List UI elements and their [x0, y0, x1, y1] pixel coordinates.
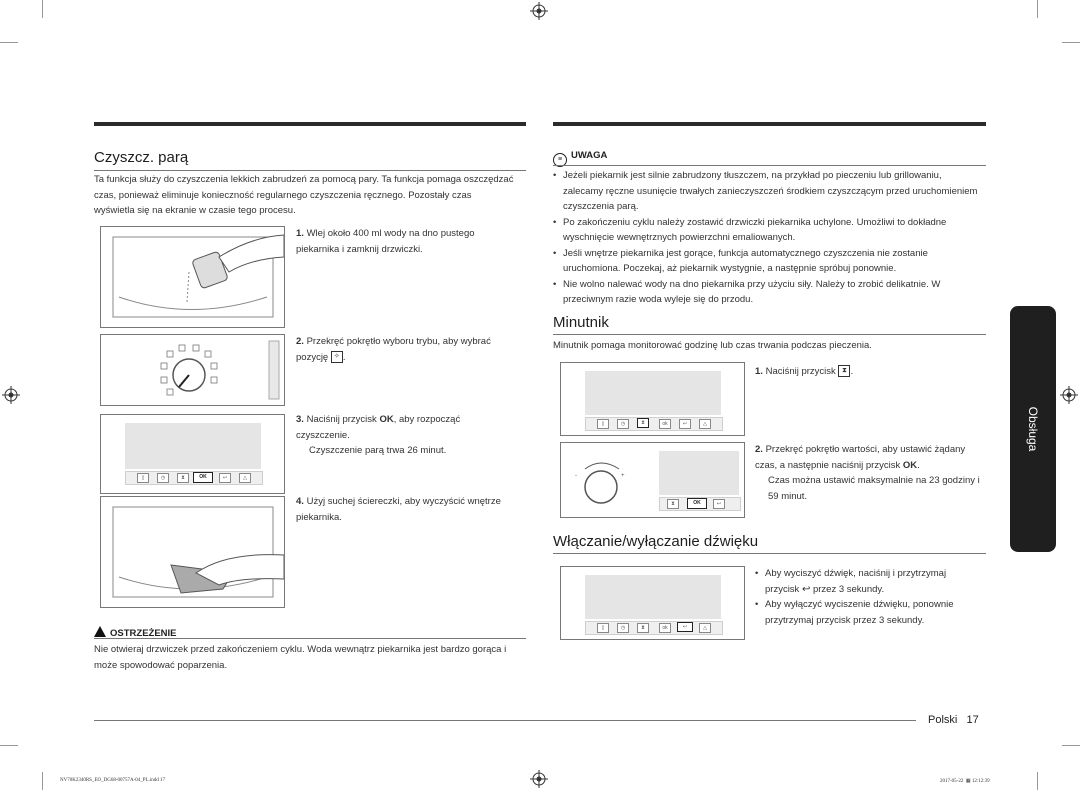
section-title-timer: Minutnik [553, 314, 609, 331]
timer-icon: ◷ [617, 623, 629, 633]
timer-knob-illustration: - + ⧗ OK ↩ [560, 442, 745, 518]
ok-button: OK [687, 498, 707, 509]
footer-language: Polski [928, 714, 958, 726]
section-side-tab: Obsługa [1010, 306, 1056, 552]
hourglass-icon: ⧗ [177, 473, 189, 483]
control-panel-illustration: ▯ ◷ ⧗ OK ↩ △ [100, 414, 285, 494]
note-heading: ≡UWAGA [553, 150, 607, 167]
section-title-sound: Włączanie/wyłączanie dźwięku [553, 533, 759, 550]
svg-text:+: + [621, 473, 625, 479]
registration-mark-icon [530, 770, 548, 788]
back-icon: ↩ [679, 419, 691, 429]
timer-panel-illustration: ▯ ◷ ⧗ ok ↩ △ [560, 362, 745, 436]
crop-mark [42, 772, 43, 790]
divider [553, 165, 986, 166]
lock-icon: △ [699, 419, 711, 429]
hourglass-icon: ⧗ [637, 623, 649, 633]
light-icon: ▯ [137, 473, 149, 483]
calendar-icon: ▦ [965, 779, 971, 784]
divider [553, 553, 986, 554]
crop-mark [1062, 42, 1080, 43]
warning-heading: OSTRZEŻENIE [94, 626, 177, 639]
mode-selector-knob-icon [160, 340, 280, 400]
footer-file-slug: NV70K2340RS_EO_DG68-00757A-04_PL.indd 17 [60, 778, 165, 783]
section-title-steam-cleaning: Czyszcz. parą [94, 149, 189, 166]
crop-mark [0, 42, 18, 43]
back-button-icon: ↩ [677, 622, 693, 632]
crop-mark [1037, 772, 1038, 790]
crop-mark [0, 745, 18, 746]
sound-list: Aby wyciszyć dźwięk, naciśnij i przytrzy… [755, 566, 980, 628]
timer-max-note: Czas można ustawić maksymalnie na 23 god… [768, 475, 980, 502]
steam-step-3: 3. Naciśnij przycisk OK, aby rozpocząć c… [296, 412, 511, 459]
mode-knob-illustration [100, 334, 285, 406]
sound-panel-illustration: ▯ ◷ ⧗ ok ↩ △ [560, 566, 745, 640]
section-rule [553, 122, 986, 126]
ok-icon: ok [659, 623, 671, 633]
steam-step-1: 1. Wlej około 400 ml wody na dno pustego… [296, 228, 475, 255]
note-icon: ≡ [553, 153, 567, 167]
section-rule [94, 122, 526, 126]
registration-mark-icon [1060, 386, 1078, 404]
display-screen [659, 451, 739, 495]
timer-icon: ◷ [157, 473, 169, 483]
footer-page-label: Polski 17 [928, 714, 979, 726]
light-icon: ▯ [597, 623, 609, 633]
warning-triangle-icon [94, 626, 106, 637]
oven-wipe-cloth-icon [112, 506, 285, 598]
hourglass-icon: ⧗ [667, 499, 679, 509]
value-knob-icon: - + [575, 462, 625, 504]
ok-button: OK [193, 472, 213, 483]
note-item: Jeżeli piekarnik jest silnie zabrudzony … [553, 168, 983, 215]
crop-mark [42, 0, 43, 18]
note-item: Nie wolno nalewać wody na dno piekarnika… [553, 277, 983, 308]
lock-icon: △ [239, 473, 251, 483]
display-screen [585, 371, 721, 415]
wipe-illustration [100, 496, 285, 608]
back-icon: ↩ [713, 499, 725, 509]
lock-icon: △ [699, 623, 711, 633]
divider [553, 334, 986, 335]
divider [94, 170, 526, 171]
note-list: Jeżeli piekarnik jest silnie zabrudzony … [553, 168, 983, 308]
sound-item-mute: Aby wyciszyć dźwięk, naciśnij i przytrzy… [755, 566, 980, 597]
sound-item-unmute: Aby wyłączyć wyciszenie dźwięku, ponowni… [755, 597, 980, 628]
timer-step-1: 1. Naciśnij przycisk ⧗. [755, 365, 854, 378]
divider [94, 638, 526, 639]
timer-intro: Minutnik pomaga monitorować godzinę lub … [553, 340, 872, 351]
display-screen [585, 575, 721, 619]
crop-mark [1037, 0, 1038, 18]
light-icon: ▯ [597, 419, 609, 429]
warning-text: Nie otwieraj drzwiczek przed zakończenie… [94, 644, 507, 671]
footer-rule [94, 720, 916, 721]
intro-text: Ta funkcja służy do czyszczenia lekkich … [94, 174, 514, 216]
timer-icon: ◷ [617, 419, 629, 429]
ok-icon: ok [659, 419, 671, 429]
steam-duration-note: Czyszczenie parą trwa 26 minut. [309, 445, 447, 456]
display-screen [125, 423, 261, 469]
hourglass-icon: ⧗ [838, 365, 851, 378]
hourglass-button-icon: ⧗ [637, 418, 649, 428]
footer-page-number: 17 [966, 714, 979, 726]
oven-illustration [100, 226, 285, 328]
oven-interior-pour-icon [112, 234, 285, 318]
svg-text:-: - [575, 473, 577, 479]
footer-timestamp: 2017-05-22 ▦ 12:12:39 [940, 779, 990, 784]
steam-step-2: 2. Przekręć pokrętło wyboru trybu, aby w… [296, 336, 491, 363]
timer-step-2: 2. Przekręć pokrętło wartości, aby ustaw… [755, 442, 980, 504]
crop-mark [1062, 745, 1080, 746]
back-icon: ↩ [219, 473, 231, 483]
steam-clean-mode-icon: ✧ [330, 350, 343, 363]
registration-mark-icon [530, 2, 548, 20]
note-item: Jeśli wnętrze piekarnika jest gorące, fu… [553, 246, 983, 277]
back-arrow-icon: ↩ [801, 583, 811, 595]
note-item: Po zakończeniu cyklu należy zostawić drz… [553, 215, 983, 246]
registration-mark-icon [2, 386, 20, 404]
steam-step-4: 4. Użyj suchej ściereczki, aby wyczyścić… [296, 496, 501, 523]
